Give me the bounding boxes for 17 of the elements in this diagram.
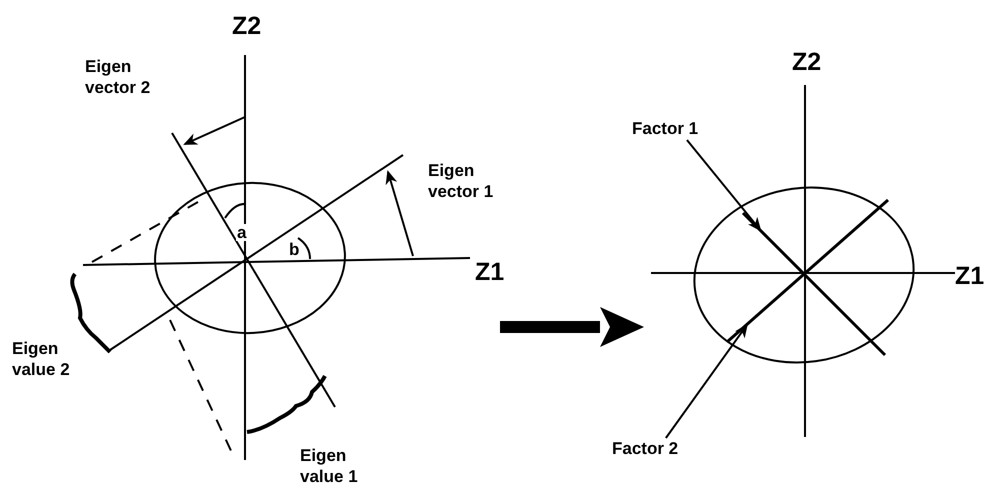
vector-label: Eigen vector 1: [428, 160, 494, 202]
value-label: Eigen value 1: [300, 445, 359, 487]
leader-line: [665, 322, 749, 439]
vector-label: Eigen vector 2: [85, 56, 152, 98]
angle-label: a: [236, 224, 248, 241]
leader-line: [686, 139, 762, 232]
axis-label: Z1: [475, 258, 504, 286]
axis-label: Z1: [955, 262, 984, 290]
factor-axis-line: [742, 212, 886, 356]
axis-label: Z2: [792, 48, 822, 76]
angle-label: b: [288, 241, 300, 258]
axis-label: Z2: [232, 12, 262, 40]
value-label: Eigen value 2: [12, 338, 71, 380]
transform-arrow: [500, 307, 644, 347]
factor-label: Factor 1: [632, 118, 724, 140]
factor-axis-line: [726, 198, 889, 344]
factor-label: Factor 2: [612, 438, 704, 460]
